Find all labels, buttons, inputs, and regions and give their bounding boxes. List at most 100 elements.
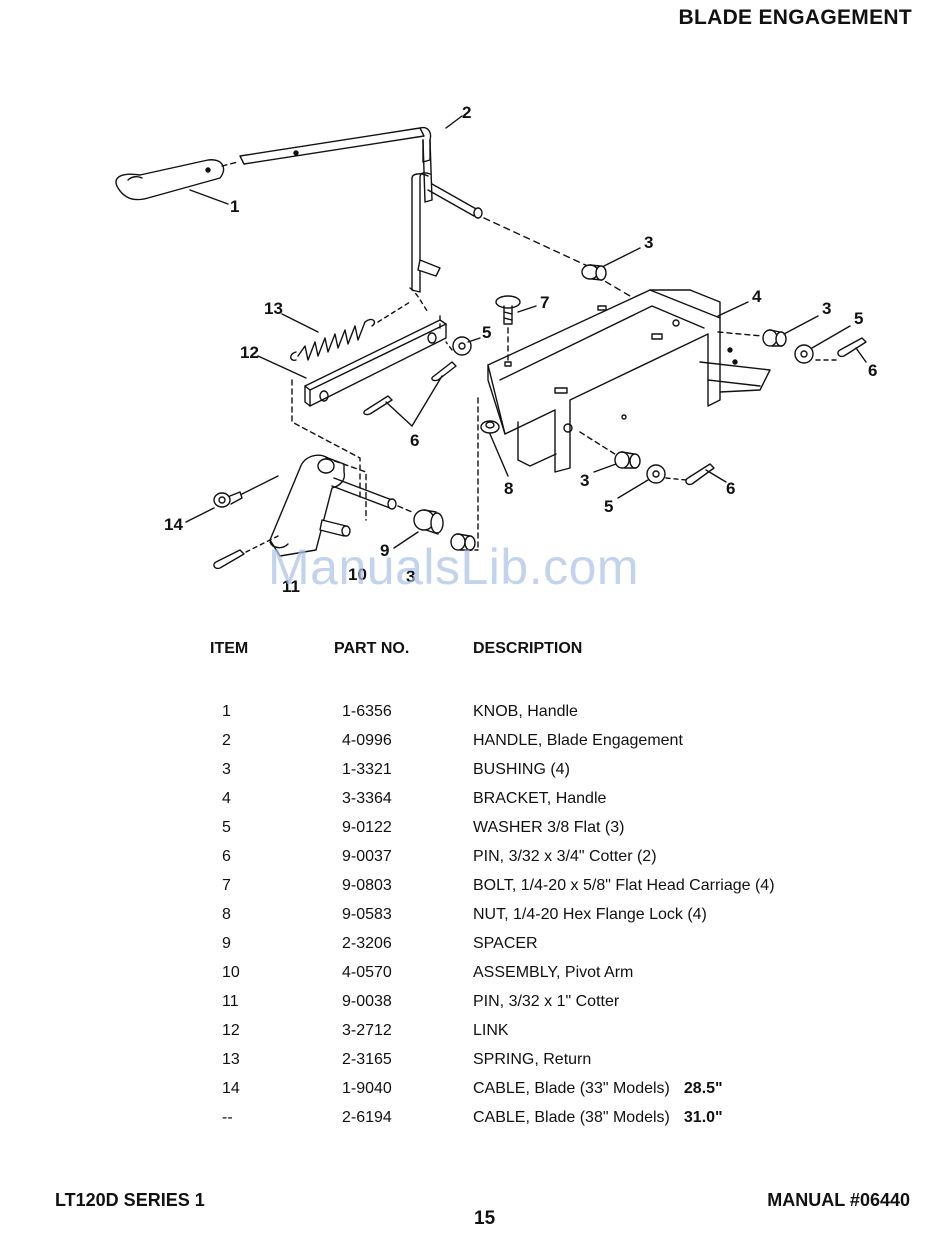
washer-part [452,336,472,356]
bushing-part [614,451,641,469]
pivot-arm-assembly-part [269,454,397,557]
item-cell: 5 [222,818,231,836]
part-cell: 9-0038 [342,992,392,1010]
table-row: 13 2-3165 SPRING, Return [200,1045,775,1074]
item-cell: 6 [222,847,231,865]
description-cell: BRACKET, Handle [473,789,607,807]
return-spring-part [290,318,376,362]
description-cell: SPACER [473,934,538,952]
callout-6: 6 [726,479,735,498]
part-cell: 2-3206 [342,934,392,952]
table-row: 9 2-3206 SPACER [200,929,775,958]
callout-13: 13 [264,299,283,318]
part-cell: 1-3321 [342,760,392,778]
description-cell: CABLE, Blade (38" Models) 31.0" [473,1103,775,1132]
item-cell: 9 [222,934,231,952]
bushing-part [762,329,787,347]
column-header-description: DESCRIPTION [473,640,583,657]
item-cell: -- [222,1108,233,1126]
knob-handle-part [115,159,225,201]
description-cell: PIN, 3/32 x 1" Cotter [473,992,620,1010]
bushing-part [581,264,607,281]
callout-4: 4 [752,287,762,306]
part-cell: 2-6194 [342,1108,392,1126]
part-cell: 9-0583 [342,905,392,923]
part-cell: 1-6356 [342,702,392,720]
description-cell: LINK [473,1021,509,1039]
part-cell: 9-0037 [342,847,392,865]
description-cell: BUSHING (4) [473,760,570,778]
description-cell: BOLT, 1/4-20 x 5/8" Flat Head Carriage (… [473,876,775,894]
table-row: 11 9-0038 PIN, 3/32 x 1" Cotter [200,987,775,1016]
part-cell: 3-2712 [342,1021,392,1039]
description-cell: HANDLE, Blade Engagement [473,731,683,749]
callout-5: 5 [482,323,491,342]
carriage-bolt-part [495,295,521,325]
callout-2: 2 [462,103,471,122]
item-cell: 12 [222,1021,240,1039]
watermark: ManualsLib.com [268,539,640,595]
callout-10: 10 [348,565,367,584]
item-cell: 1 [222,702,231,720]
blade-cable-part [213,475,279,508]
item-cell: 13 [222,1050,240,1068]
cotter-pin-part [685,463,715,486]
callout-9: 9 [380,541,389,560]
footer-manual-number: MANUAL #06440 [767,1190,910,1210]
parts-table: ITEM PART NO. DESCRIPTION 1 1-6356 KNOB, H… [200,640,775,1132]
item-cell: 7 [222,876,231,894]
bushing-part [450,533,476,551]
table-spacer [200,664,775,697]
callout-6: 6 [868,361,877,380]
item-cell: 8 [222,905,231,923]
description-cell: WASHER 3/8 Flat (3) [473,818,625,836]
item-cell: 11 [222,992,239,1010]
cotter-pin-part [431,361,457,382]
callout-3: 3 [822,299,831,318]
washer-part [794,344,814,364]
callout-3: 3 [580,471,589,490]
callout-6: 6 [410,431,419,450]
handle-blade-engagement-part [239,126,483,293]
cable-length: 31.0" [683,1108,723,1126]
part-cell: 9-0122 [342,818,392,836]
description-cell: SPRING, Return [473,1050,592,1068]
bracket-handle-part [487,289,771,473]
table-row: 1 1-6356 KNOB, Handle [200,697,775,726]
table-row: 5 9-0122 WASHER 3/8 Flat (3) [200,813,775,842]
callout-5: 5 [604,497,613,516]
table-row: 12 3-2712 LINK [200,1016,775,1045]
cotter-pin-part [837,337,867,358]
washer-part [646,464,666,484]
diagram-svg: 2 1 3 4 3 5 6 7 13 12 5 6 8 3 5 6 14 9 1… [115,103,877,596]
table-row: -- 2-6194 CABLE, Blade (38" Models) 31.0" [200,1103,775,1132]
flange-nut-part [480,420,500,434]
description-text: CABLE, Blade (38" Models) [473,1108,670,1126]
callout-12: 12 [240,343,259,362]
part-cell: 2-3165 [342,1050,392,1068]
callout-3: 3 [406,567,415,586]
description-cell: KNOB, Handle [473,702,578,720]
column-header-part-no: PART NO. [334,640,410,657]
cotter-pin-part [363,395,393,416]
description-cell: CABLE, Blade (33" Models)28.5" [473,1074,775,1103]
table-header-row: ITEM PART NO. DESCRIPTION [200,640,775,664]
exploded-parts-diagram: 2 1 3 4 3 5 6 7 13 12 5 6 8 3 5 6 14 9 1… [0,80,950,600]
description-text: CABLE, Blade (33" Models) [473,1079,670,1097]
column-header-item: ITEM [210,640,249,657]
part-cell: 4-0996 [342,731,392,749]
part-cell: 3-3364 [342,789,392,807]
callout-8: 8 [504,479,513,498]
callout-11: 11 [282,577,300,596]
description-cell: ASSEMBLY, Pivot Arm [473,963,634,981]
callout-1: 1 [230,197,239,216]
part-cell: 4-0570 [342,963,392,981]
